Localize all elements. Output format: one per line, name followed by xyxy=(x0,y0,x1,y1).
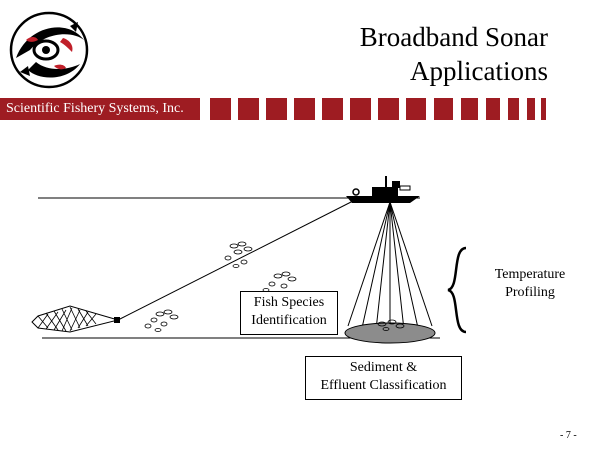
ship-icon xyxy=(346,176,420,203)
band-square xyxy=(508,98,519,120)
trawl-net-icon xyxy=(31,305,120,333)
fish-school-icon xyxy=(377,319,405,331)
fish-species-line-1: Fish Species xyxy=(253,295,325,310)
fish-school-icon xyxy=(262,271,297,292)
temperature-label: Temperature Profiling xyxy=(480,266,580,302)
band-square xyxy=(210,98,231,120)
sediment-line-1: Sediment & xyxy=(349,360,418,375)
band-square xyxy=(238,98,259,120)
band-square xyxy=(350,98,371,120)
sediment-label: Sediment & Effluent Classification xyxy=(305,356,462,400)
band-square xyxy=(527,98,535,120)
band-square xyxy=(434,98,453,120)
band-square xyxy=(486,98,500,120)
sonar-beam-lines xyxy=(347,201,433,331)
tow-cable-line xyxy=(117,199,356,321)
fish-species-line-2: Identification xyxy=(251,313,327,328)
band-square xyxy=(406,98,426,120)
brace-icon xyxy=(447,246,467,334)
band-square xyxy=(266,98,287,120)
sediment-line-2: Effluent Classification xyxy=(320,378,447,393)
temperature-line-1: Temperature xyxy=(494,267,566,282)
fish-school-icon xyxy=(224,241,253,268)
company-band: Scientific Fishery Systems, Inc. xyxy=(0,98,548,120)
fish-school-icon xyxy=(144,309,179,332)
band-square xyxy=(294,98,315,120)
company-strip xyxy=(0,98,200,120)
title-line-1: Broadband Sonar xyxy=(359,22,548,52)
company-name: Scientific Fishery Systems, Inc. xyxy=(6,101,184,116)
band-square xyxy=(461,98,478,120)
band-square xyxy=(541,98,546,120)
page-number: - 7 - xyxy=(560,430,577,441)
temperature-line-2: Profiling xyxy=(505,285,555,300)
sonar-footprint xyxy=(344,322,436,344)
band-square xyxy=(378,98,399,120)
title-line-2: Applications xyxy=(410,56,548,86)
fish-emblem-logo-icon xyxy=(9,11,89,89)
fish-species-label: Fish Species Identification xyxy=(240,291,338,335)
band-square xyxy=(322,98,343,120)
